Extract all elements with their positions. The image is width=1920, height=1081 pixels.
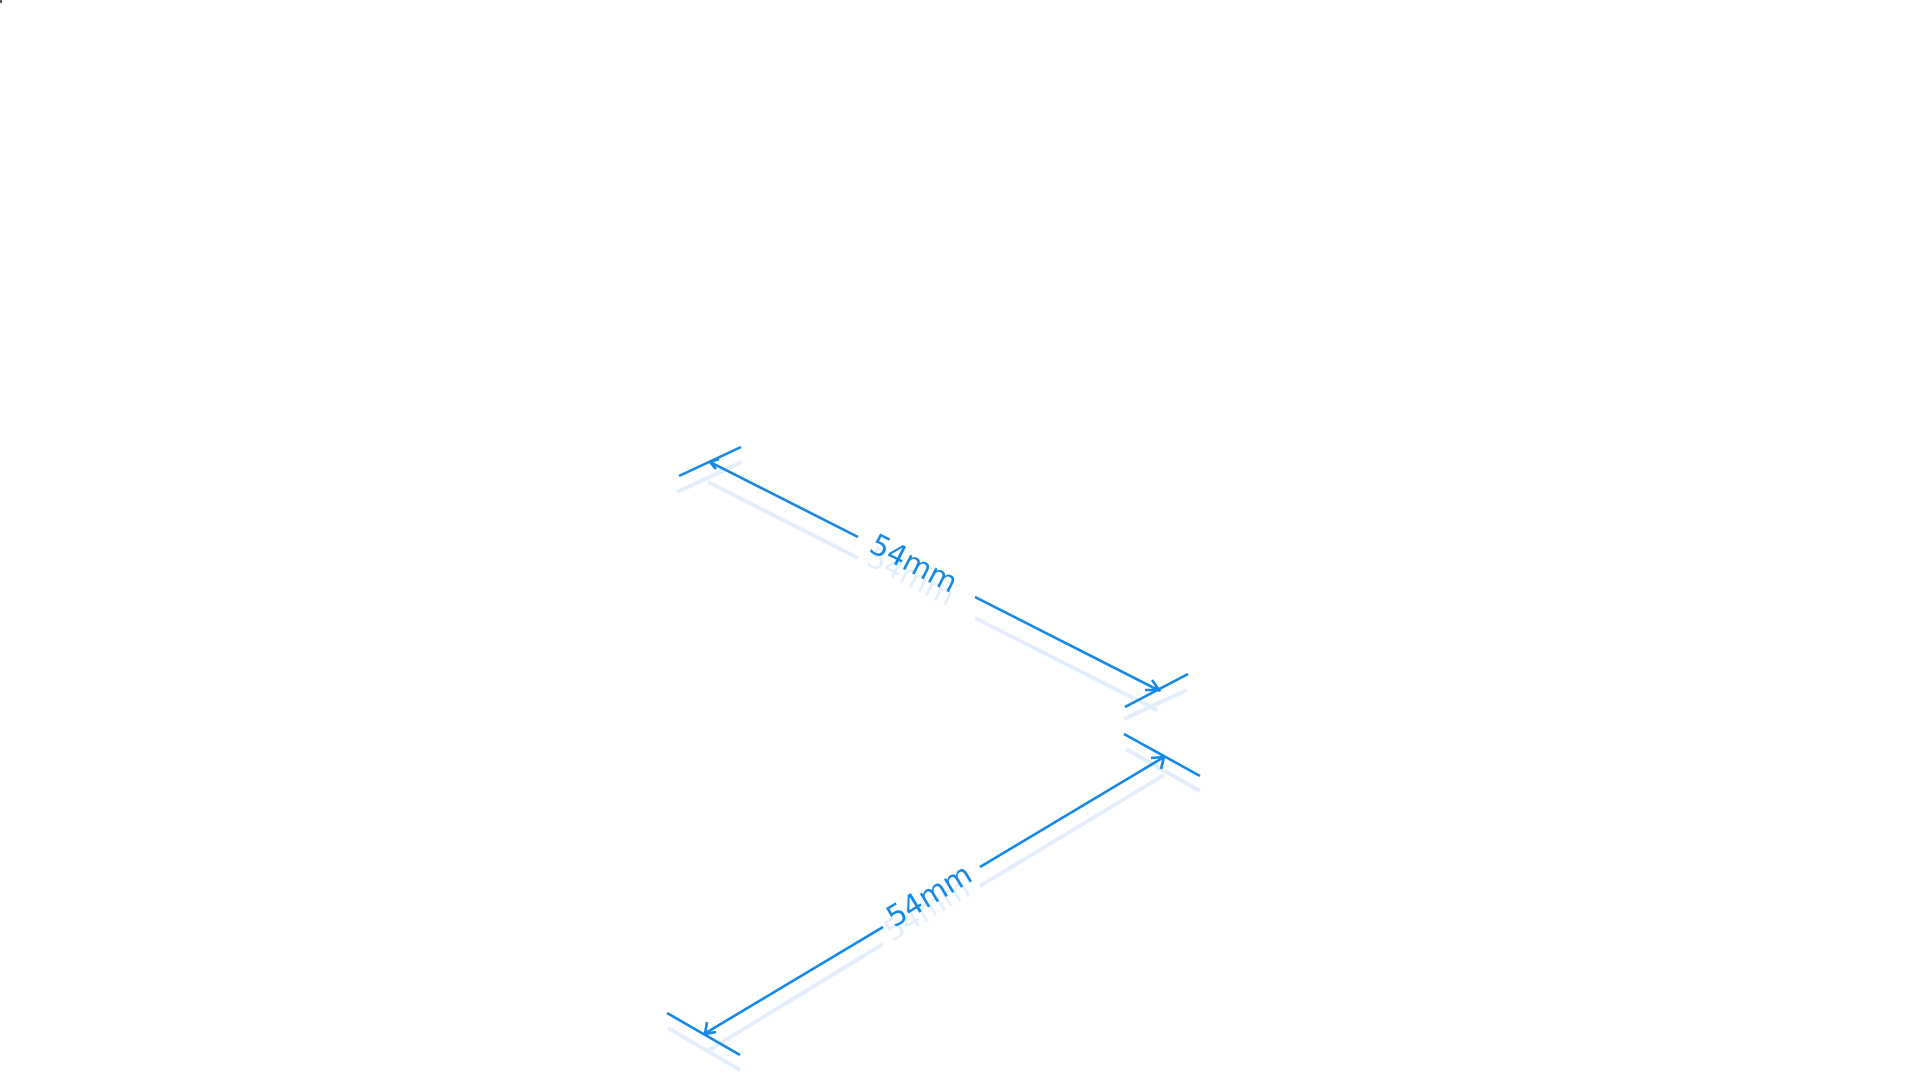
lower-dim-line-a-shadow	[704, 942, 885, 1054]
corner-mark	[0, 0, 2, 3]
upper-arrow-start	[707, 457, 720, 470]
lower-arrow-start	[703, 1021, 717, 1036]
upper-ext-end-shadow	[1123, 688, 1188, 721]
lower-extension-line-start	[666, 1011, 741, 1057]
upper-dimension-line-a	[709, 460, 859, 539]
lower-dim-line-b-shadow	[978, 773, 1166, 888]
dimension-lower	[666, 732, 1201, 1057]
upper-dimension-line-b	[974, 595, 1161, 693]
upper-dim-line-b-shadow	[974, 616, 1158, 712]
lower-arrow-end	[1150, 755, 1166, 770]
upper-ext-start-shadow	[676, 460, 743, 494]
dimension-upper	[678, 445, 1189, 709]
lower-ext-start-shadow	[666, 1026, 742, 1072]
lower-dimension-line-a	[703, 925, 884, 1036]
upper-arrow-end	[1145, 679, 1162, 692]
lower-extension-line-end	[1123, 732, 1201, 778]
dimension-shadow-layer	[666, 460, 1201, 1072]
upper-dim-line-a-shadow	[707, 480, 859, 560]
lower-ext-end-shadow	[1125, 747, 1201, 793]
lower-dimension-line-b	[979, 755, 1165, 869]
